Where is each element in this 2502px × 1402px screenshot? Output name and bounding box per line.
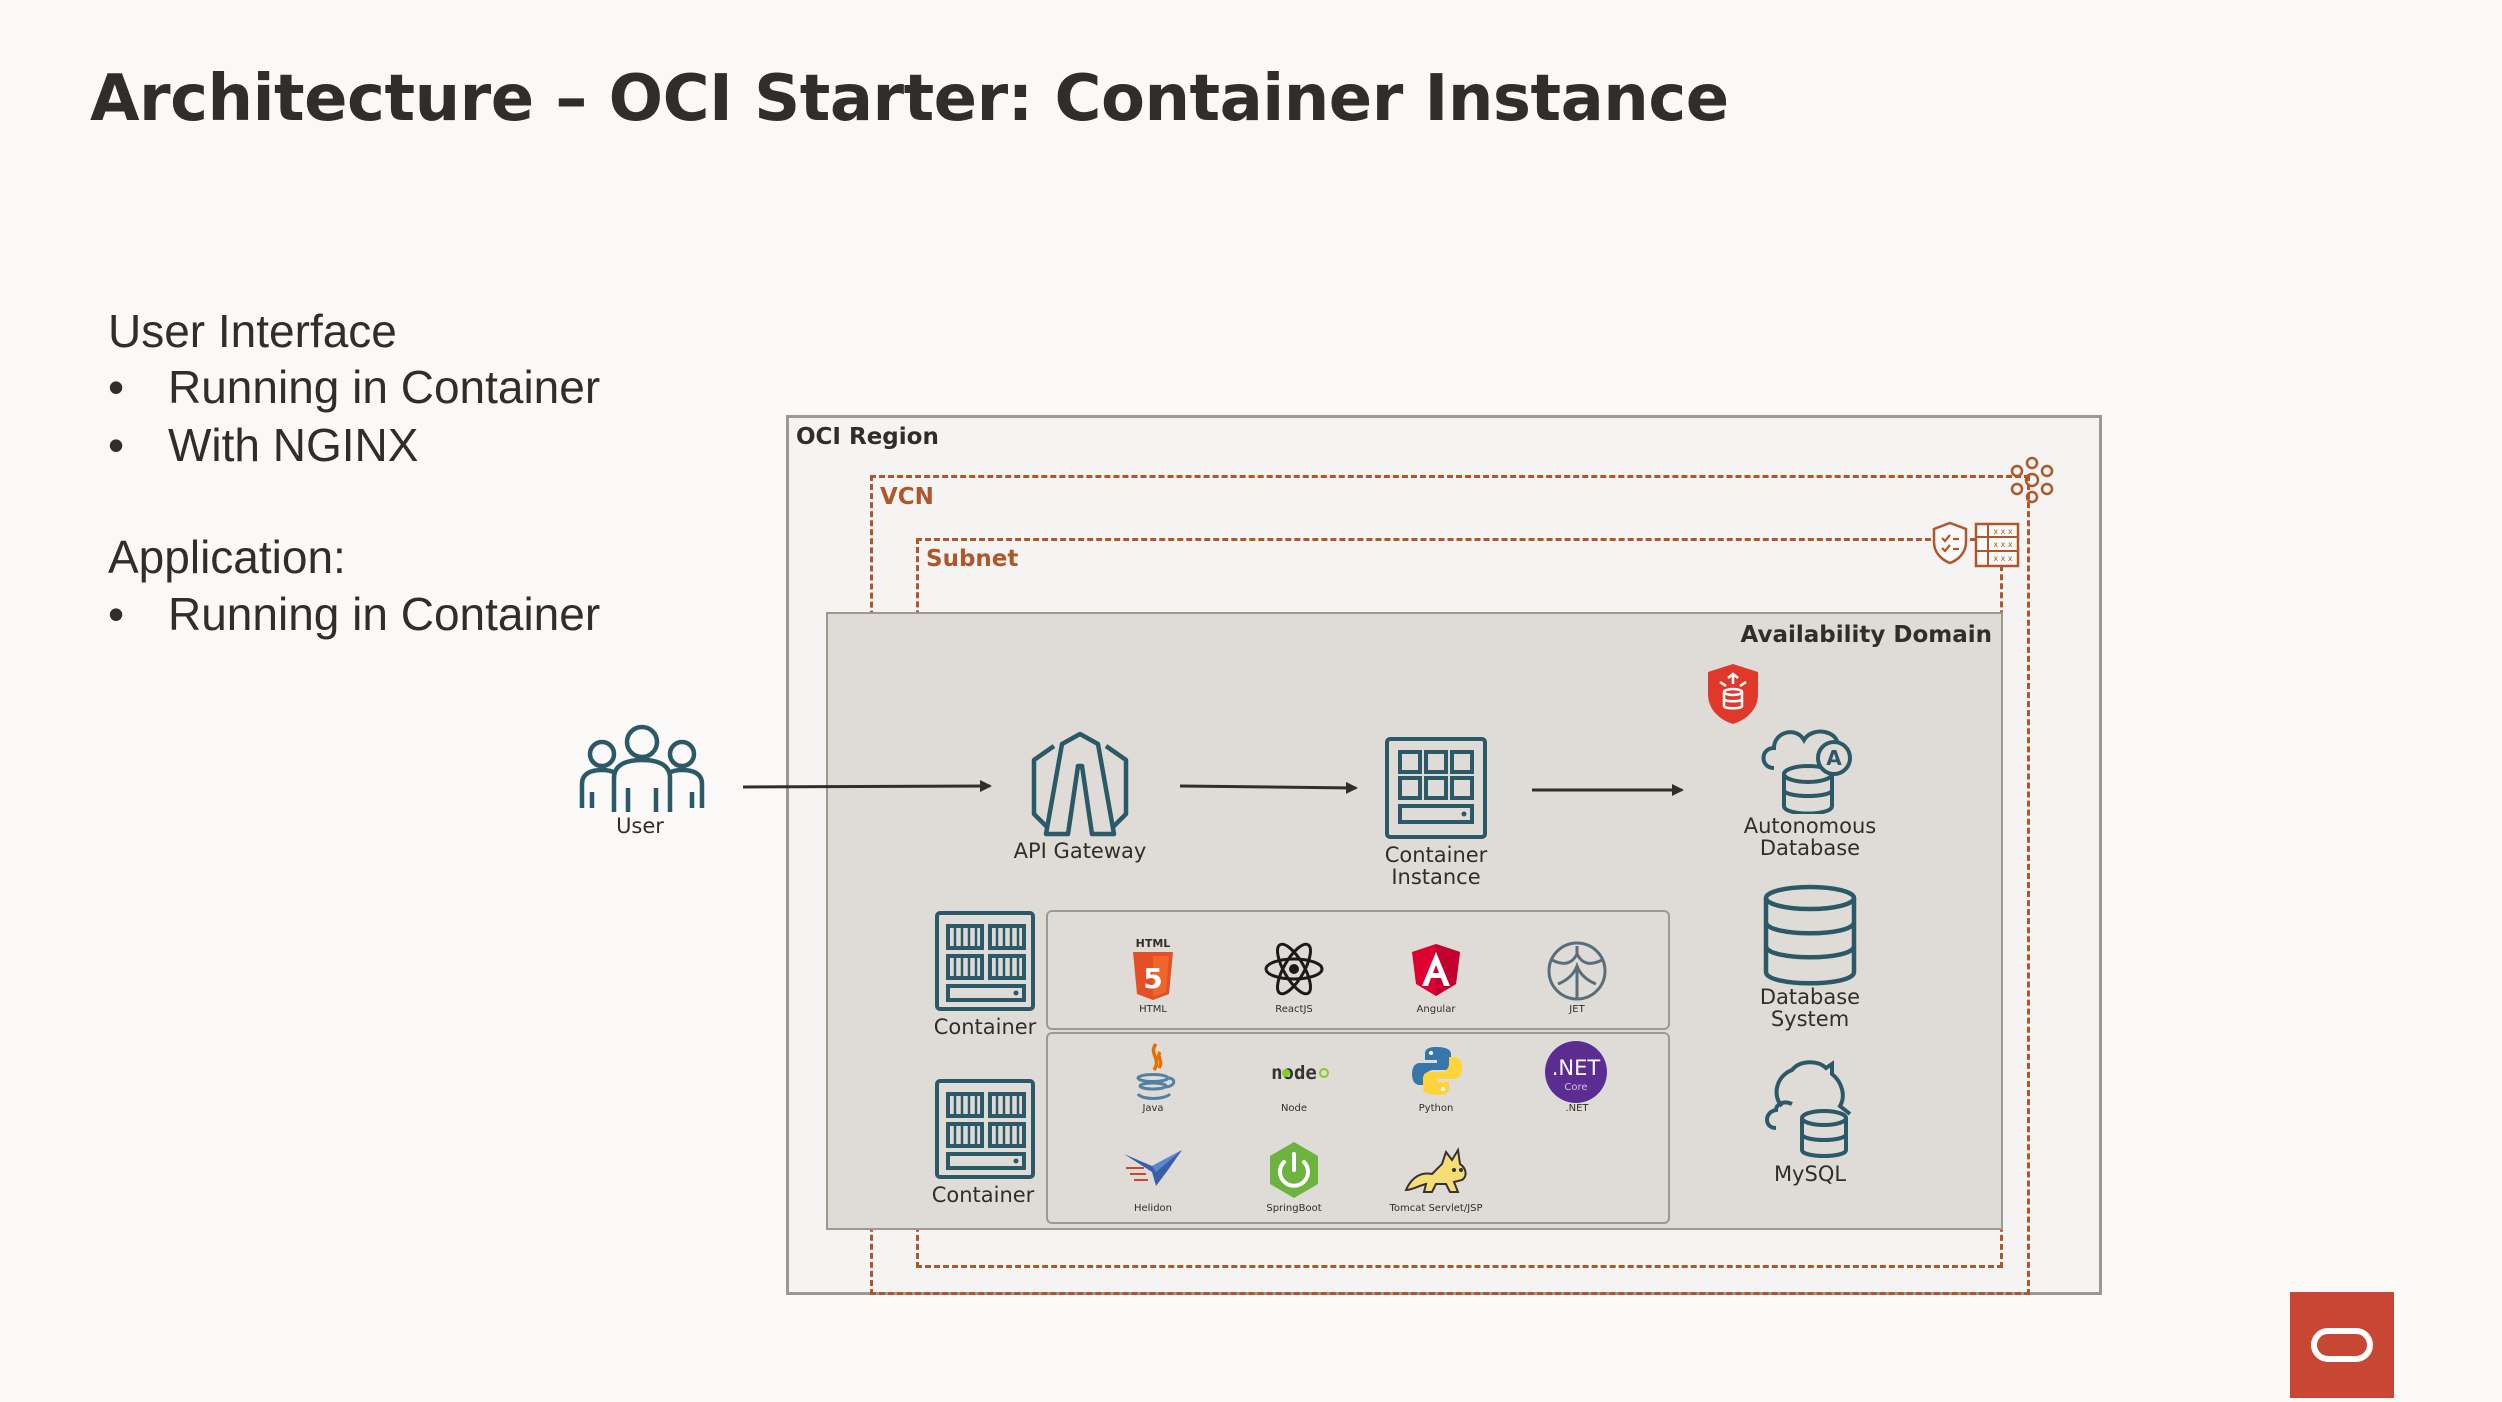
api-gateway-label: API Gateway xyxy=(1013,839,1147,863)
ui-bullet-1: •Running in Container xyxy=(108,361,601,413)
svg-text:x x x: x x x xyxy=(1993,527,2013,536)
ui-heading: User Interface xyxy=(108,305,397,357)
app-bullet-1: •Running in Container xyxy=(108,588,601,640)
container-label-1: Container xyxy=(933,1015,1037,1039)
svg-text:Core: Core xyxy=(1564,1082,1587,1093)
angular-icon xyxy=(1412,944,1460,996)
svg-text:5: 5 xyxy=(1143,962,1162,995)
oracle-o-icon xyxy=(2311,1328,2373,1362)
arrow-gateway-to-instance xyxy=(1179,781,1358,794)
svg-text:A: A xyxy=(1826,746,1842,770)
svg-text:x x x: x x x xyxy=(1993,554,2013,563)
frontend-label-jet: JET xyxy=(1569,1004,1585,1015)
page-title: Architecture – OCI Starter: Container In… xyxy=(90,62,1729,136)
oci-region-label: OCI Region xyxy=(796,424,939,450)
route-table-icon: x x x x x x x x x xyxy=(1974,522,2020,568)
app-heading: Application: xyxy=(108,531,346,583)
python-icon xyxy=(1412,1047,1462,1095)
html5-icon: HTML 5 xyxy=(1133,937,1173,1000)
user-group-icon xyxy=(579,724,705,812)
autonomous-database-icon: A xyxy=(1761,729,1852,814)
api-gateway-icon xyxy=(1031,731,1129,837)
springboot-icon xyxy=(1270,1142,1318,1198)
dotnet-core-icon: .NET Core xyxy=(1545,1041,1607,1103)
container-icon-1 xyxy=(935,911,1035,1011)
backend-label-java: Java xyxy=(1142,1103,1164,1114)
nodejs-icon: node xyxy=(1271,1062,1329,1084)
container-label-2: Container xyxy=(931,1183,1035,1207)
frontend-label-angular: Angular xyxy=(1416,1004,1456,1015)
backend-label-python: Python xyxy=(1418,1103,1454,1114)
vault-shield-icon xyxy=(1708,664,1758,724)
svg-text:.NET: .NET xyxy=(1552,1056,1601,1080)
mysql-icon xyxy=(1765,1060,1852,1158)
security-list-icon xyxy=(1932,521,1968,565)
container-instance-icon xyxy=(1385,737,1487,839)
backend-label-node: Node xyxy=(1280,1103,1308,1114)
svg-text:HTML: HTML xyxy=(1136,937,1171,950)
oracle-jet-icon xyxy=(1547,941,1607,1001)
helidon-icon xyxy=(1124,1150,1182,1186)
user-label: User xyxy=(616,814,664,838)
backend-label-tomcat: Tomcat Servlet/JSP xyxy=(1389,1203,1483,1214)
frontend-label-react: ReactJS xyxy=(1275,1004,1313,1015)
mysql-label: MySQL xyxy=(1773,1162,1847,1186)
frontend-label-html: HTML xyxy=(1139,1004,1167,1015)
vcn-label: VCN xyxy=(880,484,934,510)
svg-text:x x x: x x x xyxy=(1993,540,2013,549)
oracle-logo xyxy=(2290,1292,2394,1398)
vcn-icon xyxy=(2010,456,2054,504)
backend-label-dotnet: .NET xyxy=(1565,1103,1589,1114)
backend-label-helidon: Helidon xyxy=(1133,1203,1173,1214)
container-icon-2 xyxy=(935,1079,1035,1179)
react-icon xyxy=(1264,942,1324,996)
svg-text:node: node xyxy=(1271,1062,1317,1084)
ui-bullet-2: •With NGINX xyxy=(108,419,419,471)
database-system-icon xyxy=(1763,884,1857,986)
tomcat-icon xyxy=(1404,1147,1467,1193)
availability-domain-label: Availability Domain xyxy=(1740,622,1992,648)
backend-label-springboot: SpringBoot xyxy=(1266,1203,1322,1214)
subnet-label: Subnet xyxy=(926,546,1019,572)
arrow-user-to-gateway xyxy=(742,780,992,793)
java-icon xyxy=(1136,1042,1176,1100)
